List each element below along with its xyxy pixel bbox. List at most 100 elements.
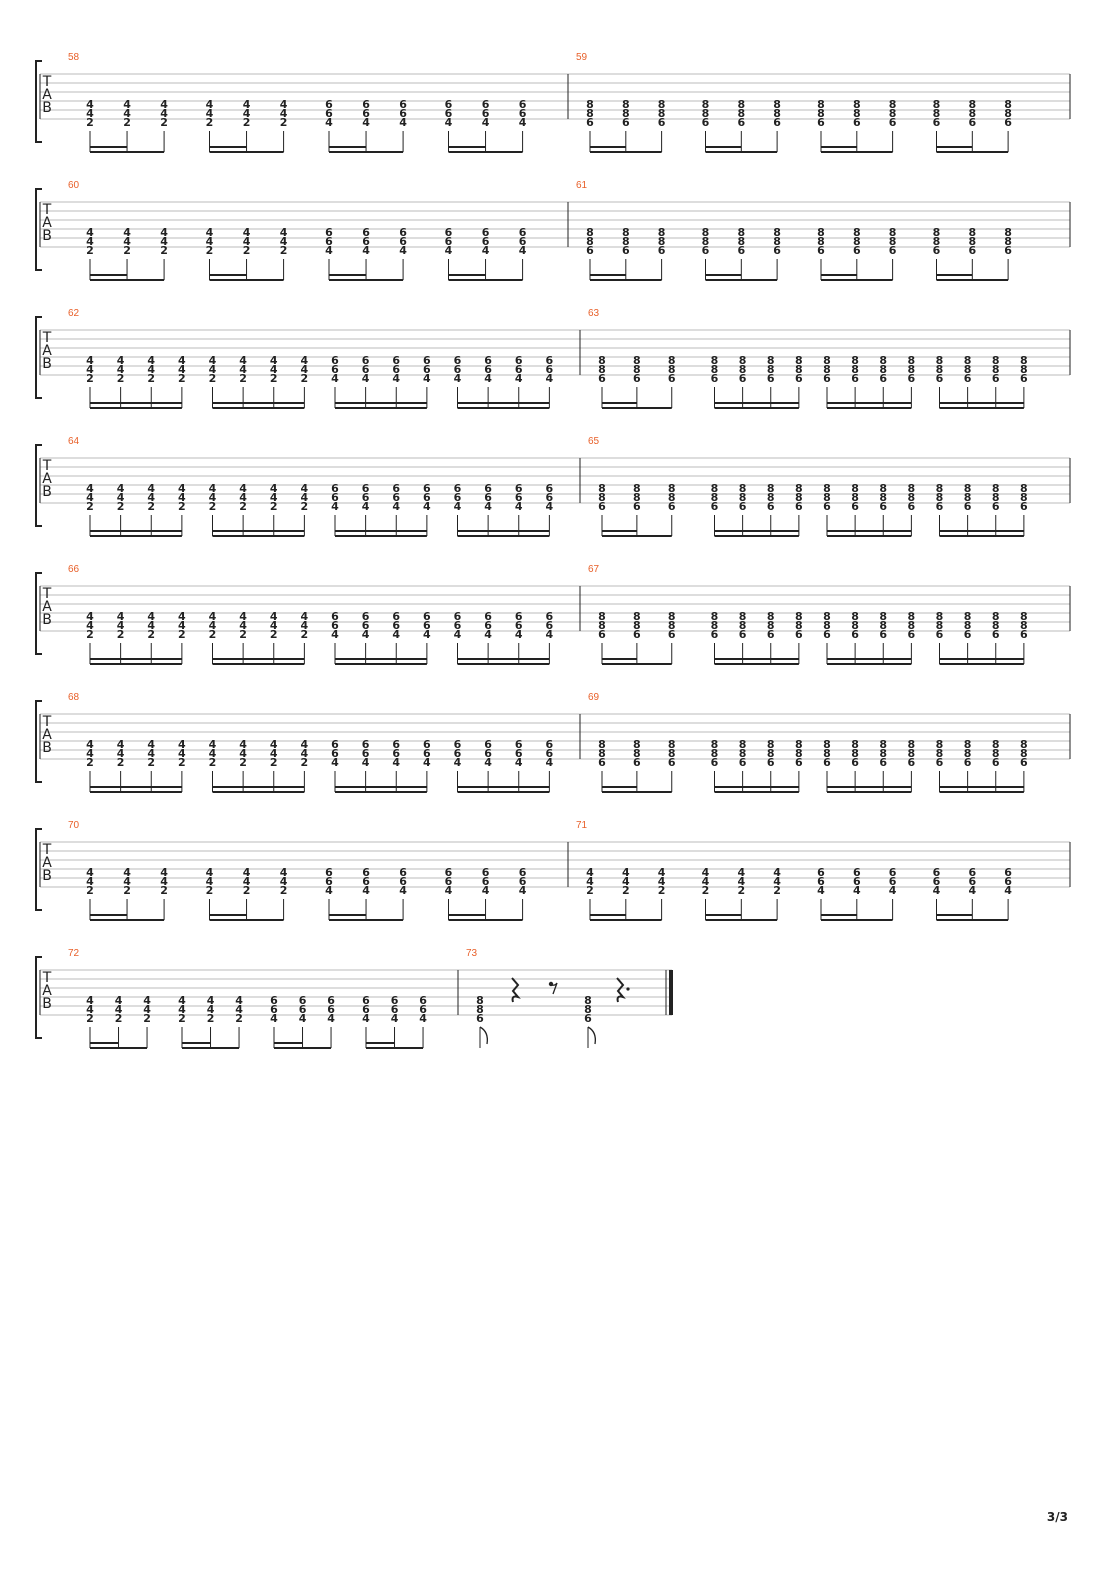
fret-number: 8	[598, 738, 606, 751]
fret-number: 6	[325, 107, 333, 120]
fret-number: 6	[936, 756, 944, 769]
tab-system: TAB5844244244244244244266466466466466466…	[35, 52, 1071, 153]
fret-number: 8	[889, 98, 897, 111]
fret-number: 6	[711, 756, 719, 769]
fret-number: 6	[454, 747, 462, 760]
fret-number: 6	[484, 354, 492, 367]
bar-number: 70	[68, 820, 80, 831]
fret-number: 6	[817, 116, 825, 129]
fret-number: 6	[823, 628, 831, 641]
fret-number: 6	[331, 619, 339, 632]
fret-number: 8	[633, 491, 641, 504]
fret-number: 6	[1020, 628, 1028, 641]
fret-number: 8	[633, 747, 641, 760]
fret-number: 8	[823, 747, 831, 760]
fret-number: 4	[123, 107, 131, 120]
fret-number: 8	[795, 491, 803, 504]
fret-number: 6	[795, 756, 803, 769]
measure: 6988688688688688688688688688688688688688…	[579, 692, 1028, 793]
fret-number: 8	[936, 610, 944, 623]
fret-number: 2	[737, 884, 745, 897]
fret-number: 4	[445, 884, 453, 897]
fret-number: 6	[331, 482, 339, 495]
fret-number: 6	[851, 756, 859, 769]
fret-number: 6	[445, 866, 453, 879]
tab-system: TAB6444244244244244244244244266466466466…	[35, 436, 1071, 537]
fret-number: 6	[889, 866, 897, 879]
fret-number: 2	[270, 500, 278, 513]
fret-number: 4	[147, 747, 155, 760]
system-bracket	[35, 956, 42, 1039]
fret-number: 6	[423, 747, 431, 760]
tab-clef-letter: A	[42, 983, 52, 999]
fret-number: 4	[270, 482, 278, 495]
fret-number: 4	[299, 1012, 307, 1025]
fret-number: 6	[968, 244, 976, 257]
fret-number: 6	[992, 500, 1000, 513]
fret-number: 6	[936, 500, 944, 513]
fret-number: 6	[325, 98, 333, 111]
fret-number: 2	[160, 116, 168, 129]
fret-number: 8	[702, 98, 710, 111]
fret-number: 4	[658, 875, 666, 888]
fret-number: 6	[392, 610, 400, 623]
fret-number: 8	[968, 226, 976, 239]
fret-number: 4	[519, 116, 527, 129]
fret-number: 8	[964, 491, 972, 504]
fret-number: 6	[968, 866, 976, 879]
fret-number: 6	[767, 500, 775, 513]
fret-number: 4	[546, 500, 554, 513]
fret-number: 4	[123, 98, 131, 111]
fret-number: 2	[280, 884, 288, 897]
fret-number: 8	[908, 619, 916, 632]
fret-number: 6	[515, 354, 523, 367]
fret-number: 8	[795, 363, 803, 376]
tab-clef-letter: A	[42, 215, 52, 231]
fret-number: 8	[851, 610, 859, 623]
tab-clef-letter: A	[42, 471, 52, 487]
fret-number: 8	[992, 482, 1000, 495]
fret-number: 6	[889, 116, 897, 129]
fret-number: 6	[546, 747, 554, 760]
fret-number: 8	[622, 226, 630, 239]
fret-number: 6	[795, 628, 803, 641]
fret-number: 6	[484, 482, 492, 495]
fret-number: 4	[392, 756, 400, 769]
fret-number: 2	[206, 244, 214, 257]
fret-number: 8	[584, 1003, 592, 1016]
fret-number: 2	[243, 116, 251, 129]
fret-number: 4	[399, 884, 407, 897]
fret-number: 4	[853, 884, 861, 897]
fret-number: 8	[739, 491, 747, 504]
fret-number: 4	[160, 866, 168, 879]
fret-number: 4	[362, 628, 370, 641]
fret-number: 8	[933, 107, 941, 120]
fret-number: 4	[280, 866, 288, 879]
fret-number: 8	[633, 363, 641, 376]
fret-number: 2	[117, 756, 125, 769]
fret-number: 8	[936, 747, 944, 760]
fret-number: 2	[301, 500, 309, 513]
fret-number: 4	[546, 372, 554, 385]
fret-number: 6	[399, 235, 407, 248]
fret-number: 4	[301, 354, 309, 367]
fret-number: 4	[280, 98, 288, 111]
fret-number: 2	[178, 372, 186, 385]
fret-number: 2	[86, 244, 94, 257]
fret-number: 6	[392, 354, 400, 367]
fret-number: 4	[454, 372, 462, 385]
bar-number: 64	[68, 436, 80, 447]
fret-number: 6	[586, 244, 594, 257]
fret-number: 8	[823, 619, 831, 632]
tab-clef-letter: B	[42, 484, 52, 500]
fret-number: 8	[739, 482, 747, 495]
quarter-rest	[616, 977, 626, 1003]
tab-clef-letter: T	[42, 842, 52, 858]
system-bracket	[35, 316, 42, 399]
fret-number: 6	[362, 619, 370, 632]
fret-number: 8	[668, 363, 676, 376]
fret-number: 6	[331, 738, 339, 751]
fret-number: 6	[739, 628, 747, 641]
